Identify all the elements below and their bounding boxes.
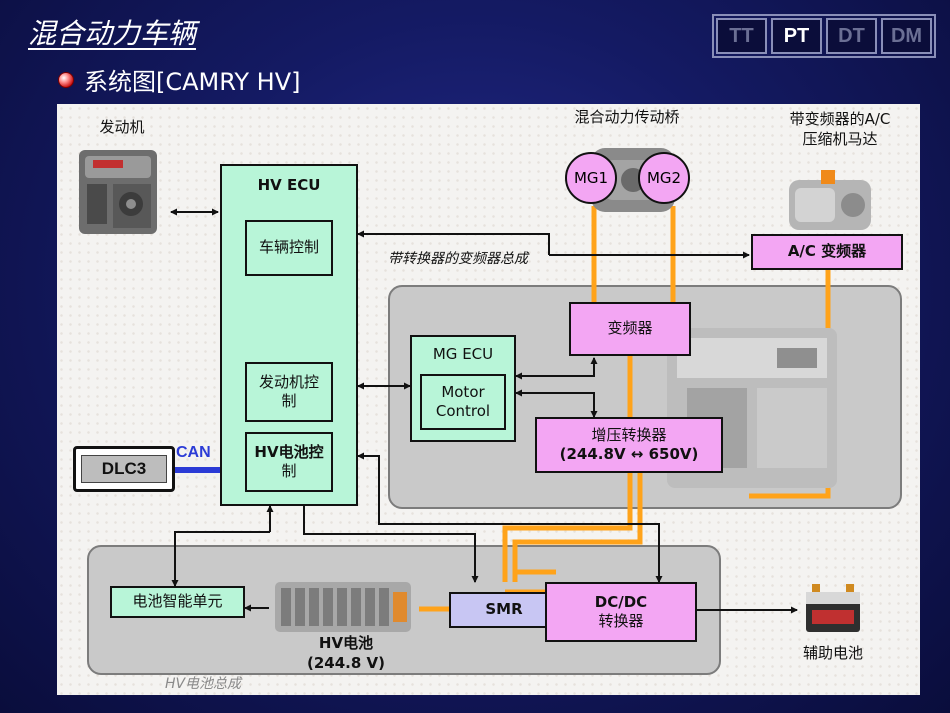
- mg2-circle: MG2: [638, 152, 690, 204]
- aux-battery-label: 辅助电池: [802, 644, 863, 662]
- dlc3-connector: DLC3: [73, 446, 175, 492]
- tab-dt[interactable]: DT: [826, 18, 877, 54]
- can-label: CAN: [176, 444, 211, 461]
- dcdc-line2: 转换器: [598, 612, 644, 630]
- aux-battery-image: [806, 584, 860, 632]
- subtitle-text: 系统图[CAMRY HV]: [84, 68, 301, 96]
- hv-battery-image: [275, 582, 411, 632]
- hv-battery-line2: (244.8 V): [307, 653, 385, 672]
- mg1-label: MG1: [573, 169, 609, 187]
- ac-compressor-label-line2: 压缩机马达: [802, 129, 878, 148]
- battery-control-line2: 制: [281, 462, 297, 480]
- battery-control-line1: HV电池控: [254, 442, 324, 461]
- vehicle-control-box: 车辆控制: [245, 220, 333, 276]
- tab-dm[interactable]: DM: [881, 18, 932, 54]
- engine-control-box: 发动机控 制: [245, 362, 333, 422]
- connection-lines: [170, 206, 831, 614]
- inverter-box: 变频器: [569, 302, 691, 356]
- slide-title: 混合动力车辆: [28, 17, 197, 50]
- hv-battery-label: HV电池 (244.8 V): [291, 634, 401, 673]
- hv-ecu-title: HV ECU: [257, 176, 321, 194]
- engine-control-line2: 制: [281, 392, 297, 410]
- mg1-circle: MG1: [565, 152, 617, 204]
- mg-ecu-title: MG ECU: [432, 345, 494, 363]
- ac-compressor-label-line1: 带变频器的A/C: [789, 110, 891, 128]
- engine-control-line1: 发动机控: [258, 372, 319, 391]
- smr-box: SMR: [449, 592, 559, 628]
- dcdc-line1: DC/DC: [594, 592, 648, 611]
- boost-converter-line1: 增压转换器: [591, 425, 667, 444]
- hv-battery-assembly-label: HV电池总成: [164, 676, 242, 692]
- system-diagram: 发动机 混合动力传动桥 MG1 MG2 带变频器的A/C 压缩机马达 A/C 变…: [57, 104, 920, 695]
- bullet-icon: [58, 71, 74, 88]
- boost-converter-line2: (244.8V ↔ 650V): [559, 445, 699, 463]
- inverter-assembly-label: 带转换器的变频器总成: [388, 251, 528, 267]
- boost-converter-box: 增压转换器 (244.8V ↔ 650V): [535, 417, 723, 473]
- ac-compressor-image: [789, 170, 871, 230]
- motor-control-line2: Control: [435, 402, 491, 420]
- ac-inverter-box: A/C 变频器: [751, 234, 903, 270]
- engine-label: 发动机: [99, 118, 145, 136]
- mg2-label: MG2: [646, 169, 682, 187]
- battery-control-box: HV电池控 制: [245, 432, 333, 492]
- engine-image: [79, 150, 157, 234]
- slide-subtitle: 系统图[CAMRY HV]: [58, 62, 301, 97]
- motor-control-box: Motor Control: [420, 374, 506, 430]
- ac-compressor-label: 带变频器的A/C 压缩机马达: [760, 110, 920, 149]
- battery-smart-unit-box: 电池智能单元: [110, 586, 245, 618]
- motor-control-line1: Motor: [441, 382, 485, 401]
- tab-pt[interactable]: PT: [771, 18, 822, 54]
- tab-tt[interactable]: TT: [716, 18, 767, 54]
- section-tabs: TT PT DT DM: [712, 14, 936, 58]
- dcdc-converter-box: DC/DC 转换器: [545, 582, 697, 642]
- hv-battery-line1: HV电池: [318, 634, 374, 652]
- signal-lines: [170, 208, 798, 614]
- transaxle-label: 混合动力传动桥: [574, 108, 680, 126]
- dlc3-label: DLC3: [101, 459, 147, 478]
